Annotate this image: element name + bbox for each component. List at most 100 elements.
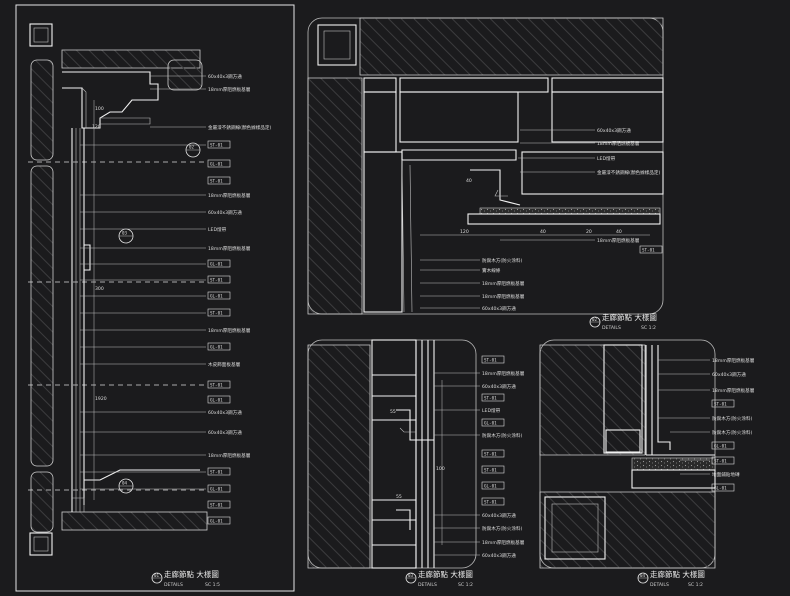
left-wall — [307, 77, 363, 315]
detail-02: 120 40 20 40 40 60x40x3鋼方通 18mm厚阻燃板基層 LE… — [307, 17, 664, 331]
tag-label: GL-01 — [484, 421, 497, 426]
material-label: 實木線條 — [482, 267, 501, 274]
detail-subtitle: DETAILS — [602, 325, 621, 331]
detail-subtitle: DETAILS — [164, 582, 183, 588]
callout-number: 04 — [122, 481, 128, 486]
column-top — [29, 23, 53, 47]
svg-text:03: 03 — [408, 573, 414, 578]
leaders-04 — [658, 359, 710, 475]
material-label: 60x40x3鋼方通 — [482, 383, 516, 390]
labels-03: 18mm厚阻燃板基層 60x40x3鋼方通 LED燈帶 防腐木方(防火涂料) 6… — [482, 370, 525, 559]
material-label: 防腐木方(防火涂料) — [482, 432, 523, 439]
material-label: 18mm厚阻燃板基層 — [208, 192, 251, 199]
lower-slab — [539, 491, 716, 569]
detail-scale: SC 1:2 — [688, 582, 703, 588]
detail-01: 100 120 300 1920 02 03 04 — [15, 4, 295, 592]
column — [544, 496, 606, 560]
tag-label: ST-01 — [210, 311, 223, 316]
title-block-04: 04 走廊節點 大樣圖 DETAILS SC 1:2 — [637, 569, 705, 588]
left-wall — [307, 344, 371, 569]
title-block-03: 03 走廊節點 大樣圖 DETAILS SC 1:2 — [405, 569, 473, 588]
callout-03[interactable]: 03 — [118, 228, 134, 244]
column — [317, 24, 357, 66]
labels-04: 18mm厚阻燃板基層 60x40x3鋼方通 18mm厚阻燃板基層 防腐木方(防火… — [712, 357, 755, 478]
ceiling-profile — [62, 71, 159, 129]
material-label: 18mm厚阻燃板基層 — [208, 327, 251, 334]
material-label: 18mm厚阻燃板基層 — [208, 86, 251, 93]
tag-label: GL-01 — [210, 262, 223, 267]
material-label: 60x40x3鋼方通 — [208, 73, 242, 80]
tag-label: GL-01 — [210, 398, 223, 403]
detail-title: 走廊節點 大樣圖 — [650, 569, 705, 579]
tag-label: ST-01 — [210, 179, 223, 184]
detail-title: 走廊節點 大樣圖 — [602, 312, 657, 322]
material-label: 18mm厚阻燃板基層 — [597, 237, 640, 244]
upper-wall — [539, 344, 646, 456]
dim-text: 120 — [460, 229, 469, 235]
material-label: LED燈帶 — [597, 155, 616, 162]
dim-text: 55 — [396, 494, 402, 500]
floor-slab — [61, 511, 208, 531]
tag-label: GL-01 — [210, 519, 223, 524]
title-block-02: 02 走廊節點 大樣圖 DETAILS SC 1:2 — [589, 312, 657, 331]
detail-01-frame — [15, 4, 295, 592]
skirting-profile — [84, 469, 200, 481]
tag-label: ST-01 — [714, 402, 727, 407]
title-block-01: 01 走廊節點 大樣圖 DETAILS SC 1:5 — [151, 569, 220, 588]
detail-subtitle: DETAILS — [650, 582, 669, 588]
svg-text:02: 02 — [592, 317, 598, 322]
tag-label: GL-01 — [210, 162, 223, 167]
left-wall-top — [30, 59, 54, 161]
material-label: 18mm厚阻燃板基層 — [597, 140, 640, 147]
tag-label: ST-01 — [484, 468, 497, 473]
material-label: 18mm厚阻燃板基層 — [482, 293, 525, 300]
material-label: 18mm厚阻燃板基層 — [208, 452, 251, 459]
detail-scale: SC 1:2 — [641, 325, 656, 331]
tag-label: GL-01 — [714, 486, 727, 491]
detail-scale: SC 1:2 — [458, 582, 473, 588]
material-label: LED燈帶 — [208, 226, 227, 233]
leaders-02 — [420, 129, 595, 309]
ceiling-slab — [359, 17, 664, 76]
dim-text: 1920 — [95, 396, 107, 402]
material-label: 防腐木方(防火涂料) — [482, 257, 523, 264]
material-label: 金屬漆不銹鋼線(顏色據樣品定) — [208, 124, 272, 131]
callout-04[interactable]: 04 — [118, 478, 134, 494]
callout-02[interactable]: 02 — [185, 142, 201, 158]
tags-04: ST-01 GL-01 ST-01 GL-01 — [711, 399, 735, 492]
material-label: 防腐木方(防火涂料) — [482, 525, 523, 532]
svg-text:01: 01 — [154, 573, 160, 578]
labels-02: 60x40x3鋼方通 18mm厚阻燃板基層 LED燈帶 金屬漆不銹鋼線(顏色據樣… — [482, 127, 661, 312]
material-label: 金屬漆不銹鋼線(顏色據樣品定) — [597, 169, 661, 176]
leaders-01 — [80, 75, 206, 490]
tag-label: ST-01 — [210, 503, 223, 508]
tag-label: ST-01 — [210, 278, 223, 283]
tag-label: GL-01 — [210, 345, 223, 350]
tag-label: ST-01 — [210, 470, 223, 475]
material-label: 60x40x3鋼方通 — [482, 305, 516, 312]
tag-label: ST-01 — [210, 383, 223, 388]
material-label: 防腐木方(防火涂料) — [712, 415, 753, 422]
dim-text: 100 — [436, 466, 445, 472]
material-label: 60x40x3鋼方通 — [208, 429, 242, 436]
tag-label: GL-01 — [484, 484, 497, 489]
material-label: 18mm厚阻燃板基層 — [208, 245, 251, 252]
dim-text: 120 — [92, 124, 101, 130]
tags-01: ST-01 GL-01 ST-01 GL-01 ST-01 GL-01 ST-0… — [207, 140, 231, 525]
material-label: 60x40x3鋼方通 — [208, 409, 242, 416]
material-label: 防腐木方(防火涂料) — [712, 429, 753, 436]
detail-title: 走廊節點 大樣圖 — [164, 569, 219, 579]
tag-label: ST-01 — [484, 358, 497, 363]
led-groove — [84, 244, 91, 271]
tag-label: ST-01 — [484, 396, 497, 401]
dim-text: 20 — [586, 229, 592, 235]
material-label: 60x40x3鋼方通 — [597, 127, 631, 134]
dim-text: 40 — [616, 229, 622, 235]
material-label: 木皮飾面板基層 — [208, 361, 241, 368]
detail-03: 55 100 55 18mm厚阻燃板基層 60x40x3鋼方通 LED燈帶 防腐… — [307, 339, 525, 588]
dim-text: 300 — [95, 286, 104, 292]
callout-number: 02 — [189, 145, 195, 150]
tag-label: ST-01 — [714, 459, 727, 464]
tag-label: GL-01 — [714, 444, 727, 449]
callout-number: 03 — [122, 231, 128, 236]
